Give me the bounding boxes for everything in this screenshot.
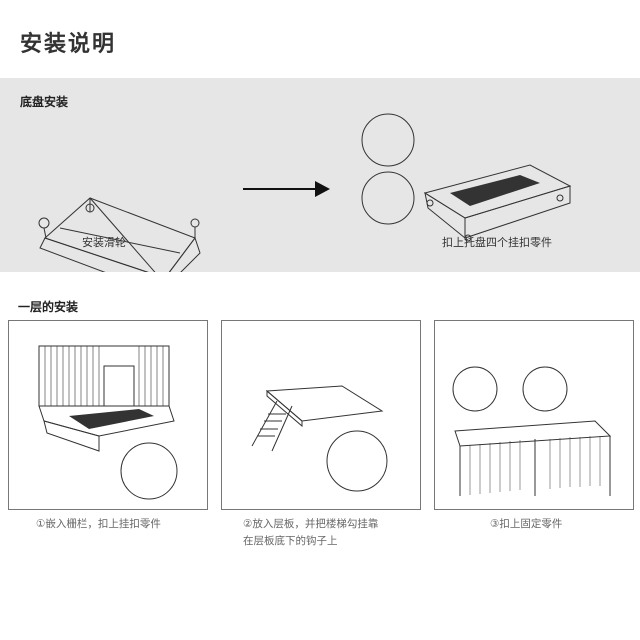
step-3-panel [434,320,634,510]
step-2-illustration [251,385,388,492]
chassis-section [0,78,640,272]
section-heading-chassis: 底盘安装 [20,95,69,109]
step-caption-install-wheels: 安装滑轮 [82,236,126,249]
step-2-panel [221,320,421,510]
chassis-illustration [38,113,572,272]
step-2-caption: ②放入层板，并把楼梯勾挂靠 在层板底下的钩子上 [243,516,378,550]
step-3-illustration [452,366,612,496]
step-1-caption: ①嵌入栅栏，扣上挂扣零件 [36,518,161,530]
step-1-panel [8,320,208,510]
step-3-caption: ③扣上固定零件 [490,518,563,530]
page-title: 安装说明 [20,32,117,57]
step-caption-tray-clips: 扣上托盘四个挂扣零件 [442,236,552,249]
step-1-illustration [38,345,178,500]
section-heading-first-floor: 一层的安装 [18,300,79,314]
step-2-caption-line2: 在层板底下的钩子上 [243,535,338,547]
step-2-caption-line1: ②放入层板，并把楼梯勾挂靠 [243,518,379,530]
